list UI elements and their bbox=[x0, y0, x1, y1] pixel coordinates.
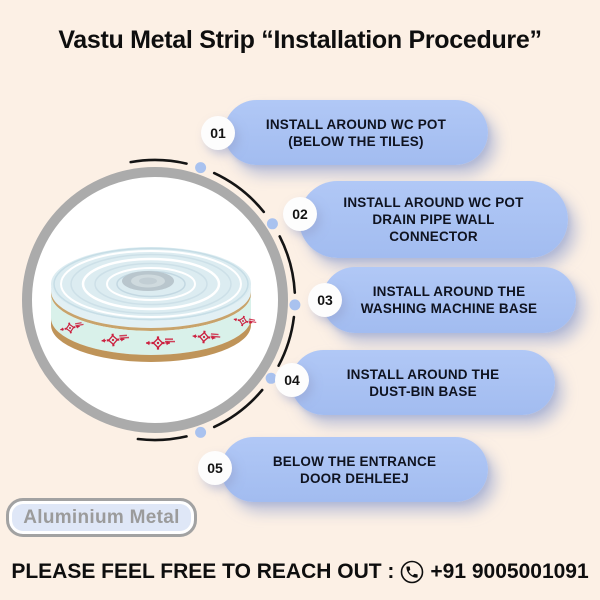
step-text: BELOW THE ENTRANCE bbox=[272, 453, 437, 469]
step-text: DOOR DEHLEEJ bbox=[300, 470, 409, 486]
step-pill-5: BELOW THE ENTRANCE DOOR DEHLEEJ bbox=[221, 437, 488, 502]
step-number-4: 04 bbox=[275, 363, 309, 397]
dashed-arc bbox=[129, 158, 297, 442]
step-number-2: 02 bbox=[283, 197, 317, 231]
step-text: WASHING MACHINE BASE bbox=[360, 301, 538, 316]
tape-roll-top bbox=[51, 247, 251, 321]
step-number-1: 01 bbox=[201, 116, 235, 150]
step-number-5: 05 bbox=[198, 451, 232, 485]
step-number-3: 03 bbox=[308, 283, 342, 317]
material-badge: Aluminium Metal bbox=[6, 498, 197, 537]
step-pill-3: INSTALL AROUND THE WASHING MACHINE BASE bbox=[322, 267, 576, 333]
step-text: DUST-BIN BASE bbox=[369, 383, 477, 399]
step-text: INSTALL AROUND WC POT bbox=[343, 195, 524, 210]
step-text: INSTALL AROUND THE bbox=[346, 366, 500, 382]
step-pill-4: INSTALL AROUND THE DUST-BIN BASE bbox=[291, 350, 555, 415]
footer-text: PLEASE FEEL FREE TO REACH OUT : bbox=[11, 560, 395, 583]
footer-phone-number: +91 9005001091 bbox=[430, 560, 589, 583]
footer-contact: PLEASE FEEL FREE TO REACH OUT : +91 9005… bbox=[0, 560, 600, 584]
page-title: Vastu Metal Strip “Installation Procedur… bbox=[58, 26, 542, 54]
step-text: CONNECTOR bbox=[389, 229, 478, 244]
step-text: DRAIN PIPE WALL bbox=[372, 212, 495, 227]
step-pill-2: INSTALL AROUND WC POT DRAIN PIPE WALL CO… bbox=[299, 181, 568, 258]
step-text: (BELOW THE TILES) bbox=[288, 133, 424, 149]
phone-icon bbox=[401, 560, 424, 584]
step-text: INSTALL AROUND WC POT bbox=[265, 116, 447, 132]
tape-roll-side bbox=[51, 284, 251, 362]
connector-dots bbox=[195, 162, 301, 438]
step-text: INSTALL AROUND THE bbox=[372, 284, 526, 299]
step-pill-1: INSTALL AROUND WC POT (BELOW THE TILES) bbox=[224, 100, 488, 165]
